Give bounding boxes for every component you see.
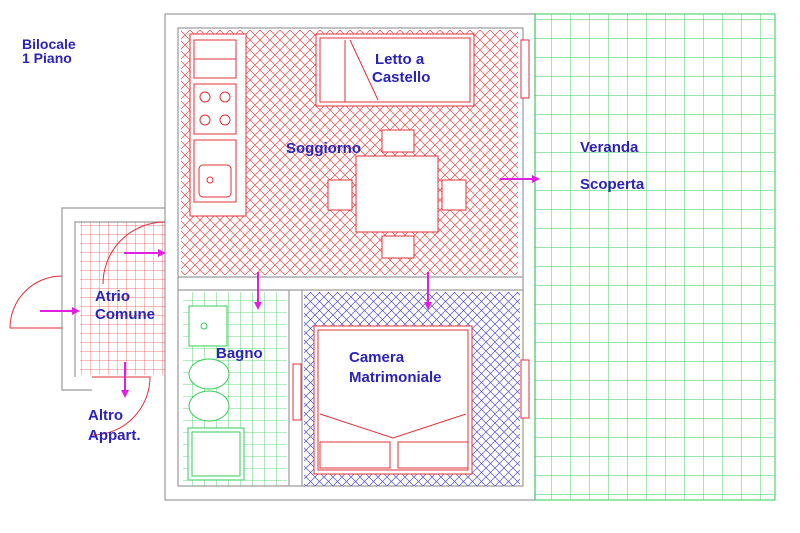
chair <box>381 235 415 259</box>
bunk-label-line1: Letto a <box>375 51 425 68</box>
other-apt-door <box>91 376 151 436</box>
other-apt-label-line1: Altro <box>88 407 123 424</box>
atrium-label-line2: Comune <box>95 306 155 323</box>
atrium-door <box>102 221 166 285</box>
atrium-label-line1: Atrio <box>95 288 130 305</box>
bedroom-label-line1: Camera <box>349 349 405 366</box>
window <box>520 39 530 99</box>
chair <box>381 129 415 153</box>
bunk-label-line2: Castello <box>372 69 430 86</box>
living-label: Soggiorno <box>286 140 361 157</box>
veranda-label-line1: Veranda <box>580 139 639 156</box>
veranda-floor <box>534 13 776 501</box>
kitchen-counter <box>189 33 247 217</box>
double-bed <box>313 325 473 475</box>
dining-table <box>355 155 439 233</box>
chair <box>327 179 353 211</box>
plan-title-line2: 1 Piano <box>22 50 72 66</box>
washbasin <box>188 305 228 347</box>
atrium-outer-wall <box>61 207 165 391</box>
arrows <box>40 175 540 398</box>
labels: Bilocale 1 Piano Letto a Castello Soggio… <box>22 36 645 444</box>
bath-fixtures <box>187 305 245 481</box>
veranda-label-line2: Scoperta <box>580 176 645 193</box>
dining-set <box>327 129 467 259</box>
other-apt-label-line2: Appart. <box>88 427 141 444</box>
chair <box>441 179 467 211</box>
plan-title-line1: Bilocale <box>22 36 76 52</box>
atrium-floor <box>80 222 165 375</box>
entrance-door <box>9 275 63 329</box>
window <box>520 359 530 419</box>
bunk-bed <box>315 33 475 107</box>
stove <box>193 83 237 135</box>
toilet <box>188 358 230 390</box>
door-swings <box>9 221 166 436</box>
window <box>292 363 302 421</box>
windows <box>292 39 530 421</box>
bedroom-label-line2: Matrimoniale <box>349 369 442 386</box>
bath-label: Bagno <box>216 345 263 362</box>
bidet <box>188 390 230 422</box>
